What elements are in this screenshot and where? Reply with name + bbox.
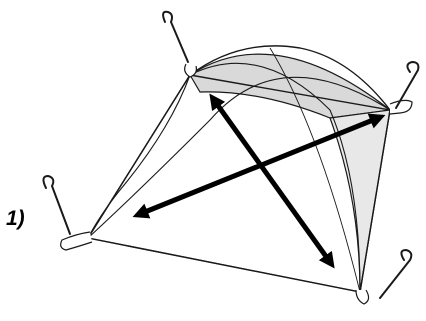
stake-left (43, 176, 70, 234)
corner-loop-front-left (61, 232, 92, 250)
corner-loop-back-right (390, 100, 412, 114)
step-label: 1) (6, 208, 25, 229)
stake-bottom-right (380, 250, 411, 298)
corner-loop-front-right (356, 290, 369, 304)
stake-top-left (163, 12, 188, 62)
